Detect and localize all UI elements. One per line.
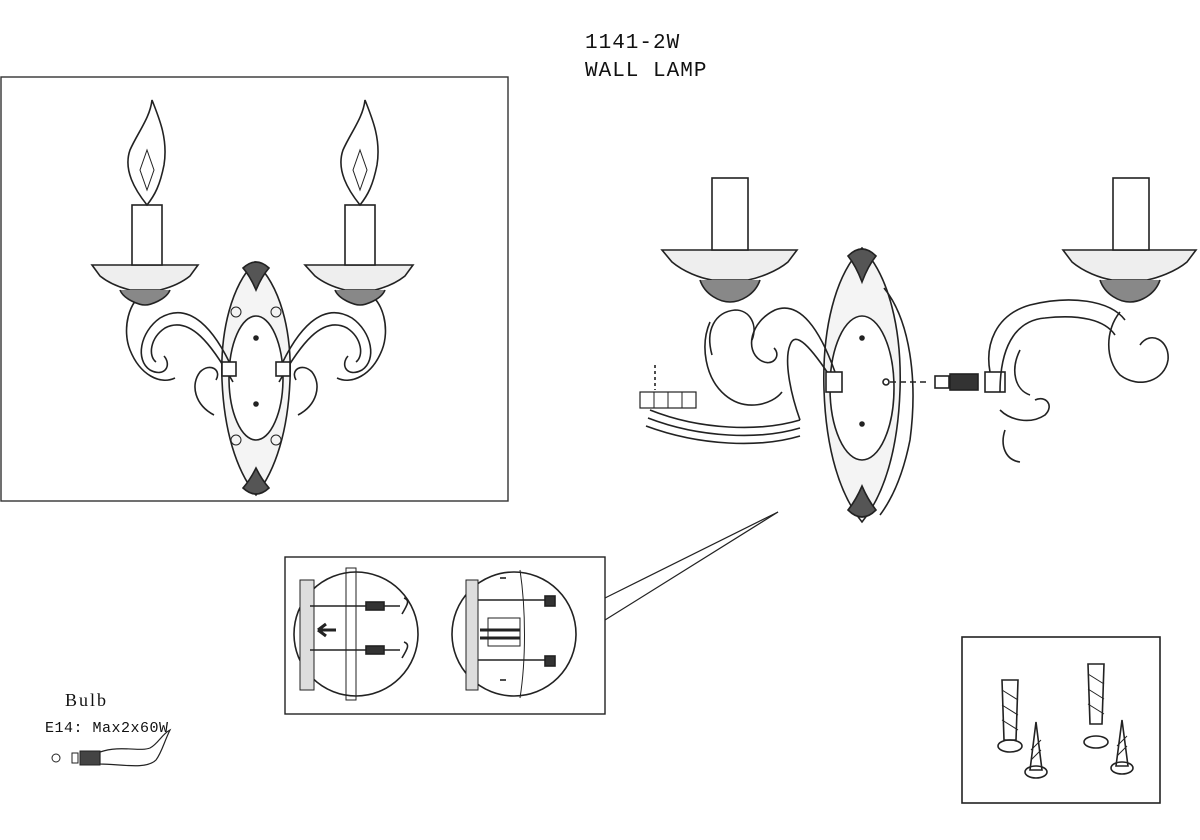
mounting-detail <box>293 567 419 701</box>
right-candle <box>303 99 415 306</box>
product-type: WALL LAMP <box>585 60 708 83</box>
wiring-detail-callout <box>284 511 779 715</box>
bulb-label: Bulb <box>65 690 109 710</box>
candle-bulb-icon <box>51 728 172 767</box>
exploded-lamp <box>639 177 1198 524</box>
backplate <box>220 260 292 497</box>
wall-anchor-icon-2 <box>1083 663 1109 749</box>
screw-icon-2 <box>1110 719 1134 775</box>
left-arm <box>125 291 237 416</box>
bulb-spec: E14: Max2x60W <box>45 720 169 737</box>
model-number: 1141-2W <box>585 32 681 55</box>
assembled-lamp-panel <box>0 76 509 502</box>
left-candle <box>90 99 200 306</box>
screw-icon <box>1024 721 1048 779</box>
wall-anchor-icon <box>997 679 1023 753</box>
hardware-box <box>961 636 1161 804</box>
wiring-detail <box>451 569 577 699</box>
right-arm <box>275 291 387 416</box>
